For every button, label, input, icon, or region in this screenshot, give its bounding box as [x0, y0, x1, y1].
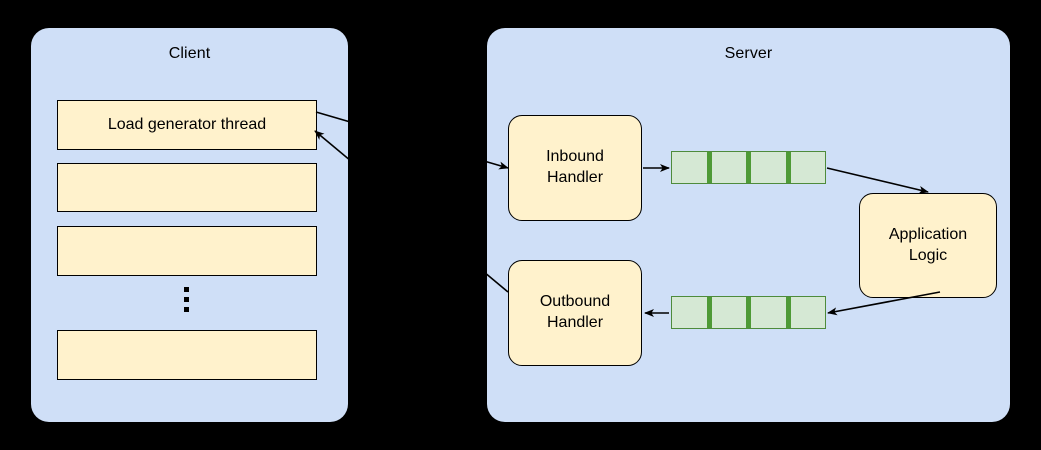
client-thread-label-1: Load generator thread — [107, 116, 267, 133]
vertical-ellipsis-icon — [183, 287, 189, 312]
client-thread-box-3[interactable] — [57, 226, 317, 276]
client-thread-box-4[interactable] — [57, 330, 317, 380]
inbound-handler-box[interactable]: Inbound Handler — [508, 115, 642, 221]
inbound-handler-label-line1: Inbound — [546, 148, 604, 166]
outbound-handler-label-line1: Outbound — [539, 293, 611, 311]
application-logic-label-line1: Application — [888, 225, 968, 243]
inbound-queue-cell-3 — [746, 152, 786, 183]
application-logic-box[interactable]: Application Logic — [859, 193, 997, 298]
client-thread-box-1[interactable]: Load generator thread — [57, 100, 317, 150]
outbound-handler-label-line2: Handler — [546, 314, 604, 331]
outbound-queue-cell-1 — [672, 297, 707, 328]
client-panel: Client Load generator thread — [31, 28, 348, 422]
inbound-queue[interactable] — [671, 151, 826, 184]
server-panel-title: Server — [724, 45, 773, 62]
outbound-handler-box[interactable]: Outbound Handler — [508, 260, 642, 366]
inbound-queue-cell-1 — [672, 152, 707, 183]
outbound-queue-cell-4 — [785, 297, 826, 328]
client-panel-title: Client — [168, 45, 211, 62]
outbound-queue[interactable] — [671, 296, 826, 329]
server-panel: Server Inbound Handler Application Logic… — [487, 28, 1010, 422]
outbound-queue-cell-3 — [746, 297, 786, 328]
inbound-handler-label-line2: Handler — [546, 169, 604, 186]
inbound-queue-cell-4 — [785, 152, 826, 183]
application-logic-label-line2: Logic — [908, 246, 948, 264]
panel-gap-mask — [348, 0, 487, 450]
outbound-queue-cell-2 — [706, 297, 747, 328]
client-thread-box-2[interactable] — [57, 163, 317, 212]
inbound-queue-cell-2 — [706, 152, 747, 183]
